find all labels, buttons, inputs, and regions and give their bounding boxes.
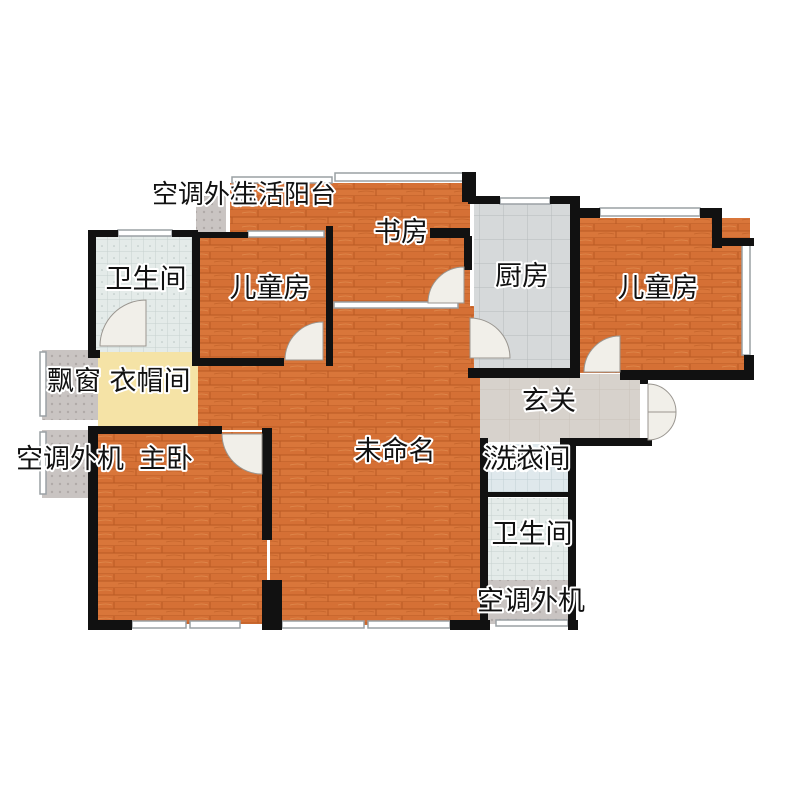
room-labels: 空调外机 生活阳台 书房 厨房 儿童房 儿童房 卫生间 飘窗 衣帽间 玄关 空调… [14,178,701,619]
unnamed-area-floor-3 [270,430,483,625]
ac-balcony-top-floor [196,196,226,234]
label-ac-east: 空调外机 [477,586,585,617]
window-master-bottom-1 [131,620,187,629]
door-master [221,433,263,475]
window-kids-east-right [741,244,751,356]
wall [712,208,722,248]
label-bathroom-east: 卫生间 [492,519,573,550]
door-study [427,266,465,304]
label-living-balcony: 生活阳台 [232,180,336,210]
wall [550,196,580,204]
wall [450,620,490,630]
label-bay-window: 飘窗 [47,366,101,397]
laundry-floor [488,444,570,494]
wall [570,196,580,374]
wall [88,350,100,358]
window-balcony-left [231,176,333,184]
wall [718,238,754,246]
door-entrance-b [647,411,677,441]
floors [42,183,750,625]
bathroom-east-floor [488,498,570,580]
hat-room-floor [98,352,198,428]
door-kids-mid [284,321,324,361]
window-bath-west [117,229,173,237]
wall [192,358,284,366]
doors [99,266,677,475]
label-unnamed: 未命名 [355,436,436,467]
unnamed-area-floor-2 [198,366,483,430]
door-entrance-a [647,383,677,413]
wall [560,438,652,446]
wall [262,428,272,540]
label-kitchen: 厨房 [495,261,549,292]
label-kids-room-mid: 儿童房 [230,273,311,304]
label-hat-room: 衣帽间 [110,366,191,397]
wall [88,230,96,356]
unnamed-area-floor [198,306,483,366]
wall [172,230,198,237]
window-bay [39,351,47,417]
bay-window-floor [42,350,98,420]
door-bath-west [99,299,147,347]
label-entrance: 玄关 [522,386,576,417]
wall [88,426,222,434]
wall [88,230,118,237]
label-ac-west: 空调外机 [16,444,124,475]
label-study: 书房 [374,217,428,248]
entrance-floor [480,374,640,442]
label-ac-balcony: 空调外机 [152,180,256,210]
wall [468,368,580,378]
wall [192,232,248,238]
wall [88,620,132,630]
wall [700,208,720,218]
door-kitchen [469,317,511,359]
label-master-bedroom: 主卧 [139,444,193,475]
wall [192,232,200,364]
sliding-door-study [333,301,459,309]
wall [480,438,488,628]
window-kids-mid [247,230,325,238]
door-kids-east [583,335,621,373]
wall [464,236,472,270]
wall [568,438,576,628]
wall [430,228,470,238]
window-living-bottom-1 [281,620,365,629]
walls [88,172,754,630]
wall [88,426,98,628]
wall [462,172,476,202]
window-balcony-top [334,172,471,182]
window-kitchen [499,197,551,205]
window-living-bottom-2 [367,620,451,629]
label-laundry: 洗漱间 [484,444,565,475]
label-laundry-overlap: 洗衣间 [490,444,571,475]
window-master-bottom-2 [189,620,241,629]
wall [326,226,333,366]
wall [568,620,578,630]
wall [620,370,754,380]
label-bathroom-west: 卫生间 [106,264,187,295]
ac-east-floor [488,580,570,624]
wall [262,580,282,630]
wall [578,208,600,218]
window-ac-west [39,431,47,495]
wall [468,196,500,204]
wall [744,355,754,379]
window-kids-east-top [599,207,701,217]
label-kids-room-east: 儿童房 [618,273,699,304]
wall [488,492,570,497]
window-ac-east [495,619,569,627]
windows [39,172,751,629]
wall [640,376,648,384]
living-balcony-floor [230,183,470,233]
